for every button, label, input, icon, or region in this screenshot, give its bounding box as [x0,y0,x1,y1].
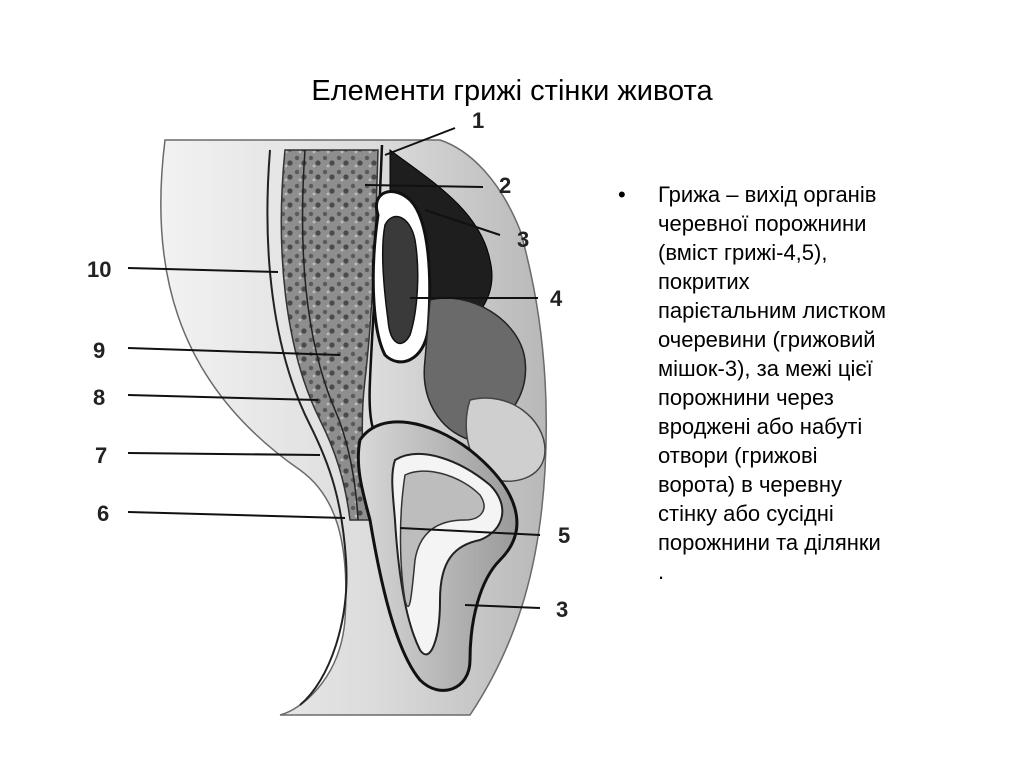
diagram-label-3-lower: 3 [556,597,568,622]
leader-line-3a [424,209,501,236]
diagram-label-6: 6 [97,501,109,526]
leader-line-9 [127,347,341,356]
leader-line-2 [364,184,484,188]
diagram-label-2: 2 [499,173,511,198]
leader-line-7 [127,452,321,456]
fascia-inner [301,149,359,521]
leader-line-1 [384,127,456,156]
diagram-label-5: 5 [558,523,570,548]
leader-line-6 [127,511,346,519]
diagram-label-8: 8 [93,385,105,410]
diagram-label-3-upper: 3 [517,227,529,252]
leader-line-8 [127,394,319,401]
diagram-label-9: 9 [93,338,105,363]
leader-line-10 [127,267,279,273]
intestine-loop-in-sac [399,470,485,608]
upper-hernia-content [381,215,419,345]
bullet-marker: • [618,182,626,207]
leader-line-5 [399,527,541,536]
diagram-label-7: 7 [95,443,107,468]
diagram-label-10: 10 [87,257,111,282]
right-organ [465,397,546,482]
leader-line-3b [464,604,541,609]
hernia-definition-text: Грижа – вихід органів черевної порожнини… [658,182,886,584]
diagram-label-1: 1 [472,108,484,133]
diagram-label-4: 4 [550,286,563,311]
slide-title: Елементи грижі стінки живота [311,75,713,107]
